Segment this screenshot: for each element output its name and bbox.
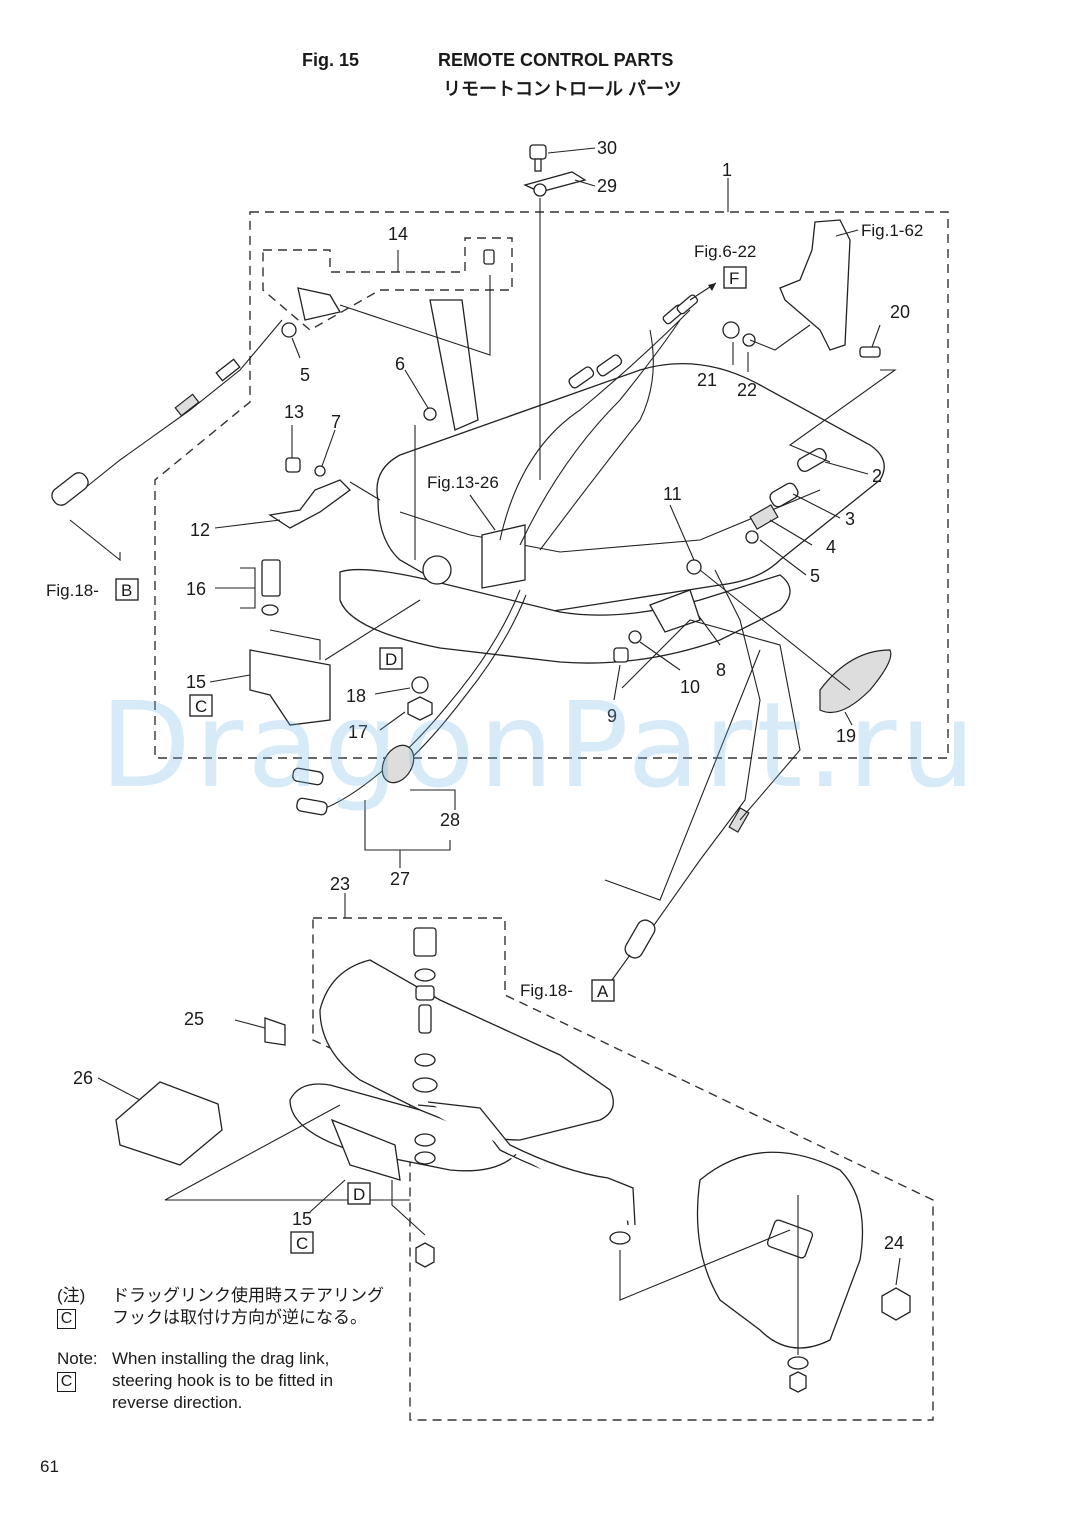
callout-14: 14 xyxy=(388,224,408,244)
note-en-line-3: reverse direction. xyxy=(112,1393,243,1412)
callout-25: 25 xyxy=(184,1009,204,1029)
box-c-lower: C xyxy=(296,1234,308,1253)
note-jp-box: C xyxy=(57,1309,76,1329)
callout-22: 22 xyxy=(737,380,757,400)
callout-9: 9 xyxy=(607,706,617,726)
ref-fig18-a: Fig.18- xyxy=(520,981,573,1000)
ref-fig6-22-box: F xyxy=(729,269,739,288)
note-jp-line-1: ドラッグリンク使用時ステアリング xyxy=(112,1286,384,1305)
callout-16: 16 xyxy=(186,579,206,599)
figure-number: Fig. 15 xyxy=(302,50,360,70)
callout-5-right: 5 xyxy=(810,566,820,586)
callout-2: 2 xyxy=(872,466,882,486)
nut-24 xyxy=(881,1287,911,1321)
callout-15-lower: 15 xyxy=(292,1209,312,1229)
console-frame xyxy=(339,299,885,664)
box-c-upper: C xyxy=(195,697,207,716)
ref-fig13-26: Fig.13-26 xyxy=(427,473,499,492)
callout-1: 1 xyxy=(722,160,732,180)
callout-21: 21 xyxy=(697,370,717,390)
cable-27 xyxy=(292,589,527,816)
page-number: 61 xyxy=(40,1457,59,1476)
bracket-fig13-26 xyxy=(481,524,526,589)
plate-26 xyxy=(115,1081,223,1166)
note-japanese: (注) C ドラッグリンク使用時ステアリング フックは取付け方向が逆になる。 xyxy=(57,1285,384,1329)
callout-26: 26 xyxy=(73,1068,93,1088)
lower-assembly xyxy=(115,927,911,1393)
callout-28: 28 xyxy=(440,810,460,830)
figure-title: REMOTE CONTROL PARTS xyxy=(438,50,674,70)
note-english: Note: C When installing the drag link, s… xyxy=(57,1348,333,1414)
callout-13: 13 xyxy=(284,402,304,422)
callout-4: 4 xyxy=(826,537,836,557)
cable-left xyxy=(51,319,283,506)
assembly-14-boundary xyxy=(262,237,513,331)
callout-18: 18 xyxy=(346,686,366,706)
box-d-lower: D xyxy=(353,1185,365,1204)
note-en-line-2: steering hook is to be fitted in xyxy=(112,1371,334,1390)
callout-6: 6 xyxy=(395,354,405,374)
leader-lines xyxy=(69,147,901,1355)
callout-11: 11 xyxy=(663,484,682,504)
ref-fig1-62: Fig.1-62 xyxy=(861,221,923,240)
callout-23: 23 xyxy=(330,874,350,894)
hook-12 xyxy=(268,479,351,529)
note-jp-label: (注) xyxy=(57,1286,86,1305)
ref-fig6-22: Fig.6-22 xyxy=(694,242,756,261)
small-parts-upper xyxy=(249,144,892,726)
callout-15-upper: 15 xyxy=(186,672,206,692)
note-jp-line-2: フックは取付け方向が逆になる。 xyxy=(112,1308,367,1327)
box-d-upper: D xyxy=(385,650,397,669)
lever-bracket xyxy=(429,299,479,431)
callout-12: 12 xyxy=(190,520,210,540)
callout-17: 17 xyxy=(348,722,368,742)
note-en-line-1: When installing the drag link, xyxy=(112,1349,330,1368)
callout-27: 27 xyxy=(390,869,410,889)
callout-20: 20 xyxy=(890,302,910,322)
figure-title-japanese: リモートコントロール パーツ xyxy=(443,79,682,99)
callout-10: 10 xyxy=(680,677,700,697)
cover-19 xyxy=(819,649,892,714)
hook-15 xyxy=(249,649,331,726)
callout-3: 3 xyxy=(845,509,855,529)
ref-fig18-b-box: B xyxy=(121,581,132,600)
callout-5-left: 5 xyxy=(300,365,310,385)
note-en-box: C xyxy=(57,1372,76,1392)
callout-7: 7 xyxy=(331,412,341,432)
callout-19: 19 xyxy=(836,726,856,746)
knob xyxy=(422,555,452,585)
hook-15-lower xyxy=(330,1118,401,1181)
ref-fig18-a-box: A xyxy=(597,982,609,1001)
ref-fig18-b: Fig.18- xyxy=(46,581,99,600)
callout-8: 8 xyxy=(716,660,726,680)
watermark: DragonPart.ru xyxy=(100,676,980,814)
note-en-label: Note: xyxy=(57,1349,98,1368)
bracket-fig1-62 xyxy=(779,219,851,351)
cable-right xyxy=(624,569,761,959)
callout-29: 29 xyxy=(597,176,617,196)
callout-30: 30 xyxy=(597,138,617,158)
callout-24: 24 xyxy=(884,1233,904,1253)
wire-harness xyxy=(499,282,717,551)
assembly-1-boundary xyxy=(154,211,949,759)
plate-8 xyxy=(649,589,701,633)
